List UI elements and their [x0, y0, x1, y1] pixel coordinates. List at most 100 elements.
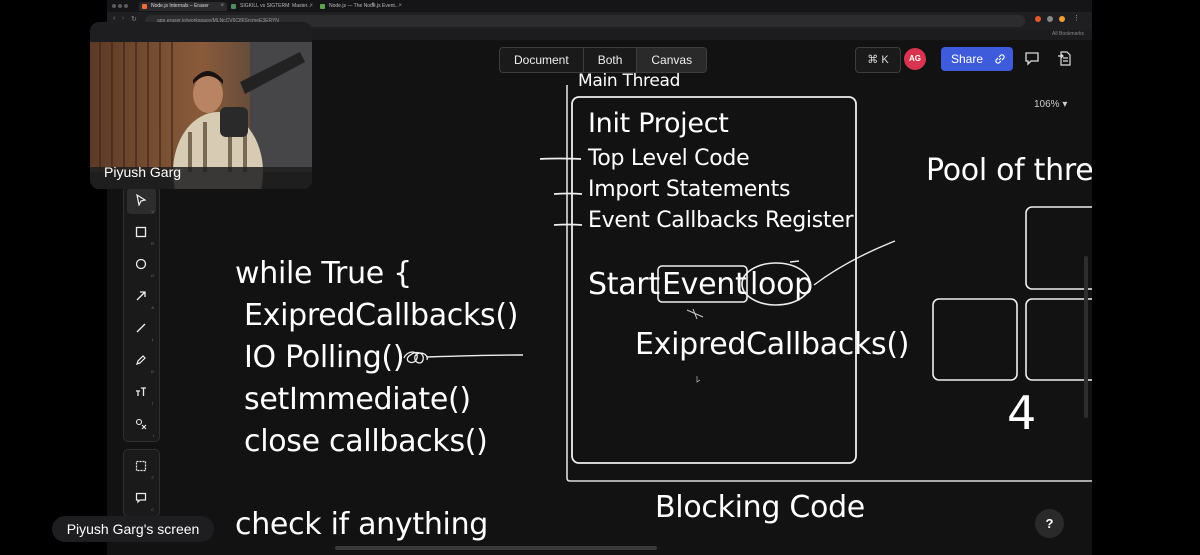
dash-mark [789, 260, 800, 263]
command-palette-button[interactable]: ⌘ K [855, 47, 901, 73]
while-true-text[interactable]: while True { [235, 256, 412, 291]
comment-icon[interactable] [1024, 51, 1040, 66]
main-thread-title[interactable]: Main Thread [578, 71, 681, 91]
bookmarks-bar: All Bookmarks [107, 30, 1092, 40]
cursor-icon [696, 376, 701, 383]
browser-tab-eraser[interactable]: Node.js Internals – Eraser × [139, 2, 227, 11]
shortcut-key: O [150, 273, 154, 278]
cross-mark [686, 308, 704, 320]
line-tool[interactable]: L [127, 316, 156, 342]
new-tab-button[interactable]: + [371, 1, 376, 8]
view-document-button[interactable]: Document [500, 48, 584, 72]
browser-chrome: Node.js Internals – Eraser × SIGKILL vs … [107, 0, 1092, 40]
profile-icon[interactable] [1059, 16, 1065, 22]
document-export-icon[interactable] [1057, 50, 1073, 67]
zoom-level-text: 106% [1034, 99, 1060, 110]
tab-label: Node.js Internals – Eraser [151, 3, 209, 9]
draw-tool[interactable]: D [127, 348, 156, 374]
loop-text[interactable]: loop [750, 267, 813, 302]
shortcut-key: I [152, 433, 154, 438]
check-if-anything-text[interactable]: check if anything [235, 507, 489, 542]
help-button[interactable]: ? [1035, 509, 1064, 538]
expired-callbacks-inner-text[interactable]: ExipredCallbacks() [635, 327, 910, 362]
cursor-arrow-icon [136, 194, 147, 206]
loop-word-oval[interactable] [741, 262, 811, 306]
webcam-video [90, 42, 312, 189]
top-level-code-text[interactable]: Top Level Code [588, 146, 750, 171]
view-canvas-button[interactable]: Canvas [637, 48, 707, 72]
zoom-level-control[interactable]: 106% ▾ [1034, 99, 1067, 110]
url-input[interactable]: app.eraser.io/workspace/MLNcCV6C86SrcmeE… [145, 15, 1025, 27]
close-tab-icon[interactable]: × [398, 3, 402, 9]
frame-icon [135, 460, 147, 472]
connector-line[interactable] [426, 354, 524, 358]
chevron-down-icon: ▾ [1062, 99, 1068, 110]
shortcut-key: A [151, 305, 154, 310]
back-arrow-icon[interactable]: ‹ [113, 15, 116, 22]
pool-count-text[interactable]: 4 [1007, 386, 1036, 440]
loop-line-io-polling[interactable]: IO Polling() [244, 340, 405, 375]
horizontal-scrollbar[interactable] [335, 546, 657, 550]
view-both-button[interactable]: Both [584, 48, 638, 72]
close-tab-icon[interactable]: × [220, 3, 224, 9]
select-tool[interactable]: V [127, 188, 156, 214]
comment-tool[interactable]: C [127, 486, 156, 512]
line-icon [136, 323, 146, 333]
square-icon [135, 226, 147, 238]
view-toggle: Document Both Canvas [499, 47, 708, 73]
start-text[interactable]: Start [588, 267, 660, 302]
extension-icon[interactable] [1035, 16, 1041, 22]
import-statements-text[interactable]: Import Statements [588, 177, 791, 202]
event-word-box[interactable] [657, 265, 748, 303]
tab-label: SIGKILL vs SIGTERM: Master... [240, 3, 312, 9]
rectangle-tool[interactable]: R [127, 220, 156, 246]
link-icon[interactable] [994, 53, 1006, 65]
thread-box[interactable] [932, 298, 1018, 381]
maximize-window-dot[interactable] [124, 4, 128, 8]
loop-line-expired-callbacks[interactable]: ExipredCallbacks() [244, 298, 519, 333]
all-bookmarks-link[interactable]: All Bookmarks [1052, 31, 1084, 37]
ellipse-tool[interactable]: O [127, 252, 156, 278]
shapes-tool[interactable]: I [127, 412, 156, 438]
webcam-participant-name: Piyush Garg [104, 164, 182, 180]
text-tool[interactable]: T [127, 380, 156, 406]
reload-icon[interactable]: ↻ [131, 16, 137, 23]
extension-icon[interactable] [1047, 16, 1053, 22]
vertical-scrollbar[interactable] [1084, 256, 1088, 418]
thread-box[interactable] [1025, 298, 1092, 381]
close-window-dot[interactable] [112, 4, 116, 8]
close-tab-icon[interactable]: × [309, 3, 313, 9]
blocking-code-text[interactable]: Blocking Code [655, 490, 865, 525]
site-favicon-icon [231, 4, 236, 9]
init-project-text[interactable]: Init Project [588, 108, 729, 139]
canvas-drawing [403, 85, 1092, 482]
browser-menu-icon[interactable]: ⋮ [1073, 15, 1080, 22]
connector-line[interactable] [813, 240, 896, 286]
arrow-tool[interactable]: A [127, 284, 156, 310]
nodejs-favicon-icon [320, 4, 325, 9]
loop-line-set-immediate[interactable]: setImmediate() [244, 382, 471, 417]
pencil-icon [136, 355, 146, 365]
shortcut-key: C [151, 507, 154, 512]
browser-tab-sigkill[interactable]: SIGKILL vs SIGTERM: Master... × [228, 2, 316, 11]
thread-box[interactable] [1025, 206, 1092, 290]
webcam-overlay[interactable] [90, 22, 312, 189]
minimize-window-dot[interactable] [118, 4, 122, 8]
shortcut-key: D [151, 369, 154, 374]
circle-icon [135, 258, 147, 270]
share-button[interactable]: Share [941, 47, 1013, 71]
scribble-mark [403, 351, 428, 364]
shortcut-key: L [151, 337, 154, 342]
browser-tab-nodejs[interactable]: Node.js — The Node.js Event... × [317, 2, 405, 11]
loop-line-close-callbacks[interactable]: close callbacks() [244, 424, 488, 459]
outer-frame-shape[interactable] [566, 85, 1092, 482]
share-label: Share [951, 52, 984, 66]
frame-tool[interactable]: F [127, 454, 156, 480]
user-avatar[interactable]: AG [904, 48, 926, 70]
event-text[interactable]: Event [662, 267, 747, 302]
main-thread-box[interactable] [571, 96, 857, 464]
shortcut-key: T [151, 401, 154, 406]
forward-arrow-icon[interactable]: › [122, 15, 125, 22]
pool-of-threads-text[interactable]: Pool of threa [926, 153, 1092, 188]
event-callbacks-text[interactable]: Event Callbacks Register [588, 208, 854, 233]
